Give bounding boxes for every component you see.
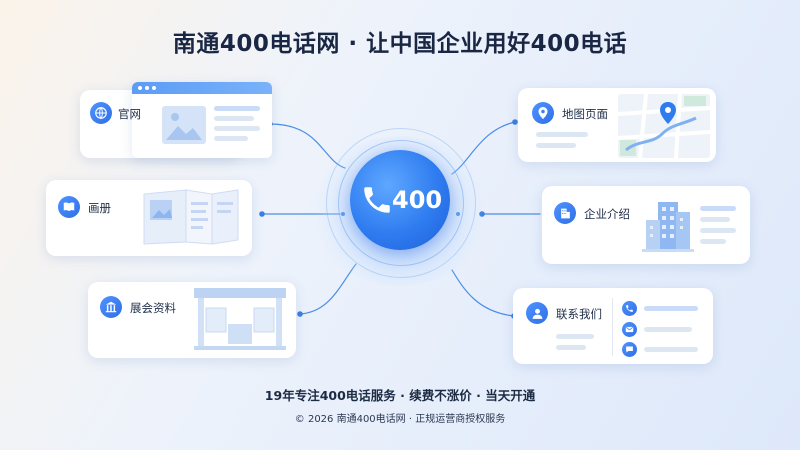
brochure-illustration [143, 189, 239, 245]
hub-number: 400 [392, 186, 443, 214]
phone-icon [364, 187, 390, 213]
browser-titlebar [132, 82, 272, 94]
phone-hub [350, 150, 450, 250]
connector-right-bottom [451, 269, 515, 317]
map-pin-icon [532, 102, 554, 124]
hub-ring-outer [326, 128, 476, 278]
card-label-brochure: 画册 [88, 201, 111, 215]
contact-divider [612, 298, 613, 356]
exhibition-booth-illustration [194, 288, 286, 350]
chat-icon [622, 342, 637, 357]
card-label-contact: 联系我们 [556, 307, 602, 321]
globe-icon [90, 102, 112, 124]
footer-copyright: © 2026 南通400电话网 · 正规运营商授权服务 [294, 414, 506, 425]
page-title: 南通400电话网 · 让中国企业用好400电话 [172, 31, 628, 57]
card-contact [513, 288, 713, 364]
booth-icon [100, 296, 122, 318]
card-label-website: 官网 [118, 107, 141, 121]
office-building-illustration [642, 202, 694, 252]
browser-mockup [132, 82, 272, 158]
map-illustration [618, 94, 710, 158]
card-label-map: 地图页面 [562, 107, 608, 121]
book-icon [58, 196, 80, 218]
mountain-image-icon [166, 113, 202, 140]
hub-ring-inner [338, 140, 464, 266]
user-icon [526, 302, 548, 324]
building-icon [554, 202, 576, 224]
image-placeholder [162, 106, 206, 144]
footer-tagline: 19年专注400电话服务 · 续费不涨价 · 当天开通 [264, 388, 536, 403]
phone-small-icon [622, 301, 637, 316]
mail-icon [622, 322, 637, 337]
card-label-company: 企业介绍 [584, 207, 630, 221]
card-label-exhibition: 展会资料 [130, 301, 176, 315]
